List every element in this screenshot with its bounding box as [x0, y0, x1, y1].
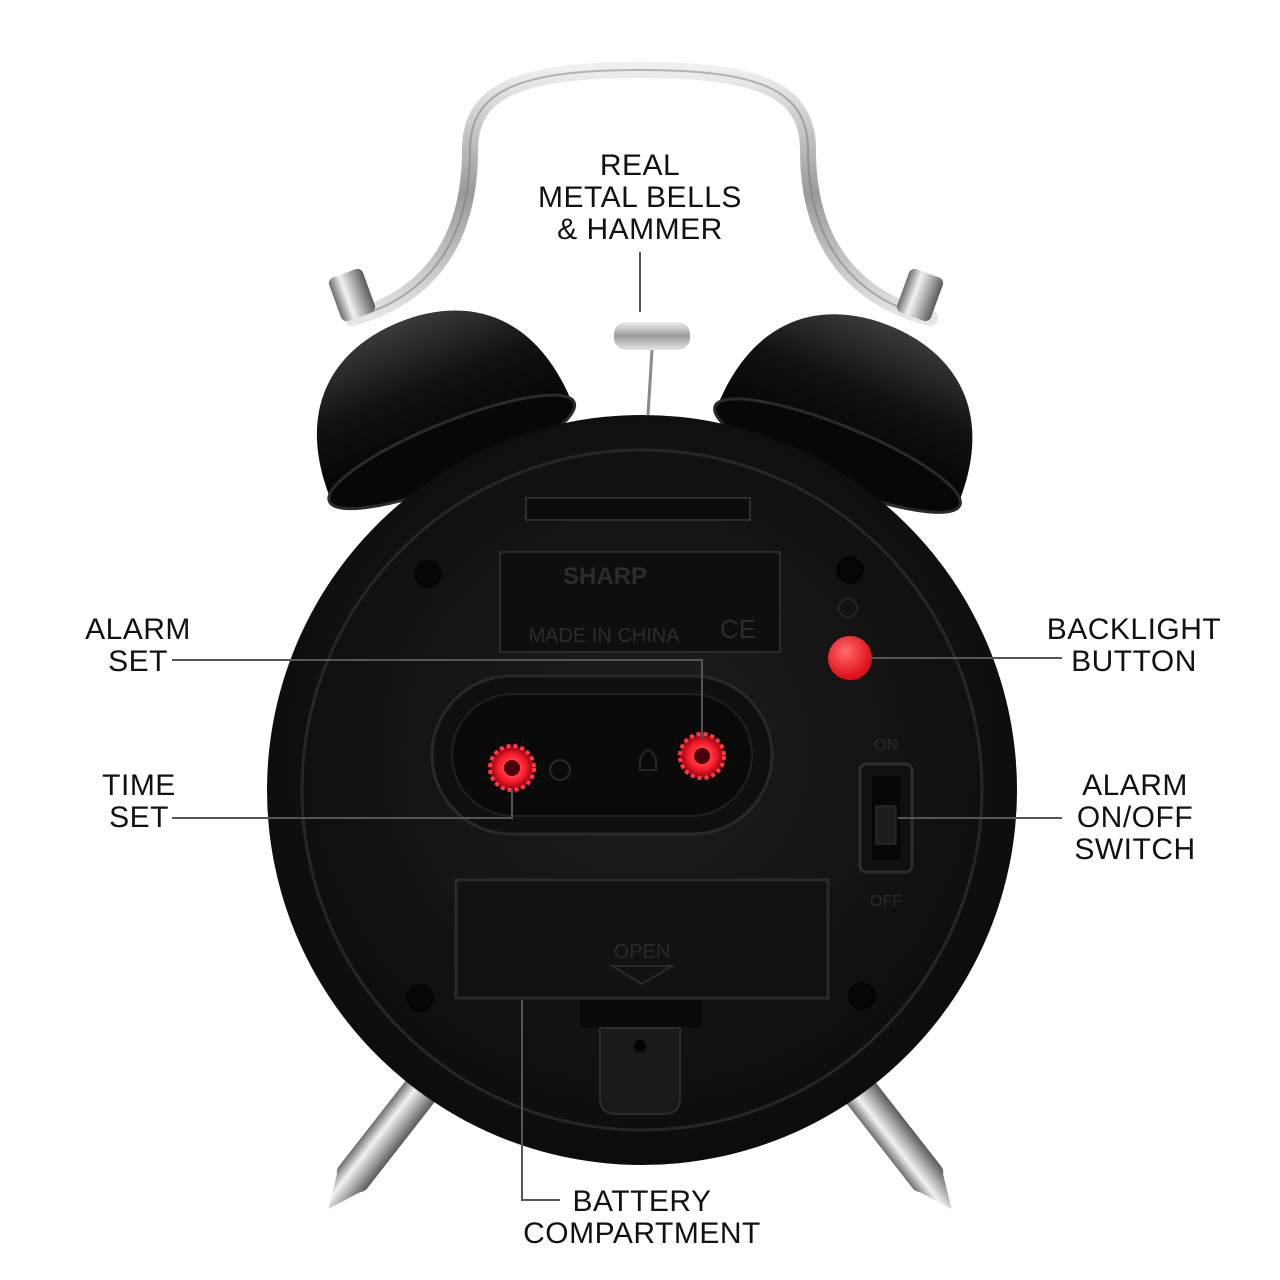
time-set-callout-line-2: SET	[109, 801, 169, 834]
leader-lines	[172, 252, 1062, 1201]
battery-callout-line-2: COMPARTMENT	[523, 1217, 761, 1250]
brand-logo: SHARP	[563, 563, 647, 590]
alarm-set-callout-line-1: ALARM	[85, 613, 191, 646]
battery-callout-line-1: BATTERY	[572, 1185, 712, 1218]
stand-clip	[580, 1000, 702, 1028]
made-in-text: MADE IN CHINA	[528, 625, 680, 647]
alarm-switch-callout: ALARM ON/OFF SWITCH	[1060, 770, 1210, 866]
backlight-callout: BACKLIGHT BUTTON	[1036, 614, 1232, 678]
clock-icon	[549, 759, 571, 781]
bell-icon	[639, 749, 657, 771]
battery-compartment-cover[interactable]	[454, 878, 830, 1000]
alarm-set-leader	[172, 659, 703, 740]
bells-callout-line-3: & HAMMER	[557, 213, 723, 246]
bells-callout-line-1: REAL	[599, 149, 681, 182]
screw-hole	[406, 984, 434, 1012]
time-set-knob[interactable]	[488, 744, 536, 792]
open-arrow-icon	[608, 965, 676, 986]
alarm-set-callout: ALARM SET	[70, 614, 206, 678]
alarm-set-knob[interactable]	[678, 732, 726, 780]
alarm-switch-callout-line-1: ALARM	[1082, 769, 1188, 802]
stand-hook	[599, 1027, 681, 1115]
right-bell-post	[896, 268, 944, 322]
ce-mark: CE	[720, 614, 756, 644]
alarm-switch-callout-line-2: ON/OFF	[1076, 801, 1194, 834]
screw-hole	[836, 556, 864, 584]
bells-callout: REAL METAL BELLS & HAMMER	[520, 150, 760, 246]
backlight-icon	[838, 598, 858, 618]
battery-callout: BATTERY COMPARTMENT	[510, 1186, 774, 1250]
right-leg	[836, 1067, 952, 1209]
time-set-leader	[172, 790, 513, 819]
right-bell	[713, 314, 973, 514]
open-label: OPEN	[614, 941, 671, 963]
screw-hole	[848, 982, 876, 1010]
alarm-switch-slider[interactable]	[875, 805, 897, 845]
backlight-callout-line-1: BACKLIGHT	[1046, 613, 1222, 646]
alarm-switch-callout-line-3: SWITCH	[1074, 833, 1196, 866]
time-set-callout: TIME SET	[84, 770, 194, 834]
switch-on-label: ON	[874, 737, 898, 754]
hammer-rod	[646, 349, 654, 416]
switch-off-label: OFF	[870, 893, 902, 910]
hammer-head	[614, 322, 690, 350]
left-bell-post	[328, 268, 376, 322]
screw-hole	[414, 560, 442, 588]
bells-callout-line-2: METAL BELLS	[538, 181, 742, 214]
left-leg	[328, 1067, 444, 1209]
left-bell	[316, 310, 577, 511]
battery-leader	[521, 1000, 560, 1201]
alarm-set-callout-line-2: SET	[108, 645, 168, 678]
time-set-callout-line-1: TIME	[102, 769, 176, 802]
backlight-button[interactable]	[828, 636, 872, 680]
label-plate	[499, 551, 781, 653]
backlight-callout-line-2: BUTTON	[1071, 645, 1197, 678]
